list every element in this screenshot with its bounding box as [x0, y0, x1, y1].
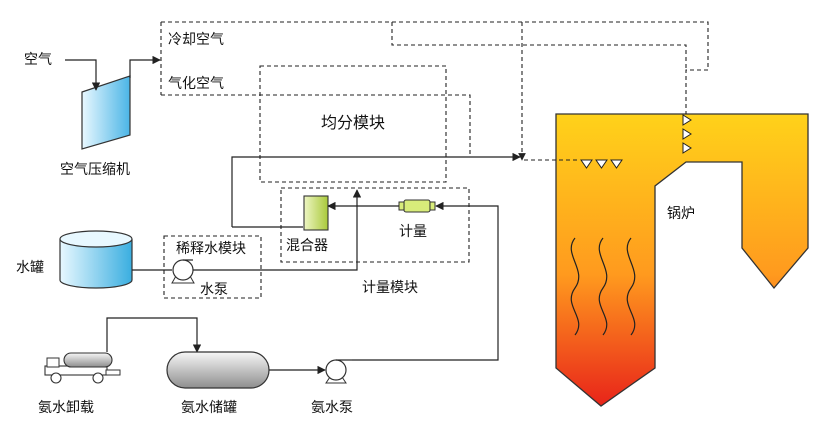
boiler-label: 锅炉	[667, 206, 695, 222]
compressor-outlet-line	[129, 55, 161, 78]
ammonia-unloading-label: 氨水卸载	[38, 400, 94, 416]
flame-wave-2	[598, 237, 608, 336]
air-compressor: 空气 空气压缩机	[24, 52, 131, 178]
compressor-icon	[81, 75, 131, 150]
water-tank-label: 水罐	[16, 260, 44, 276]
meter-icon	[403, 199, 431, 213]
meter-flange-left	[398, 201, 405, 211]
air-label: 空气	[24, 52, 52, 68]
truck-to-storage-line	[106, 317, 202, 353]
cooling-air-label: 冷却空气	[168, 32, 224, 48]
air-inlet-line	[65, 59, 101, 91]
water-tank-top	[59, 230, 133, 248]
dilution-module-box	[163, 235, 262, 299]
ammonia-pump-label: 氨水泵	[311, 400, 353, 416]
air-compressor-label: 空气压缩机	[60, 162, 130, 178]
nozzle-row-horizontal	[580, 159, 623, 169]
nozzle-row-vertical	[682, 114, 692, 154]
flame-wave-3	[626, 237, 636, 336]
flame-wave-1	[570, 237, 580, 336]
mixer-icon	[303, 195, 329, 231]
metering-module-box	[280, 187, 470, 263]
boiler-body	[555, 113, 809, 407]
pump-to-meter-line	[352, 201, 499, 361]
cooling-air-line	[161, 21, 709, 114]
ammonia-storage-label: 氨水储罐	[181, 400, 237, 416]
pump-to-mixer-line	[193, 189, 362, 271]
water-pump-icon	[171, 259, 195, 284]
meter-label: 计量	[399, 224, 427, 240]
water-tank	[59, 230, 133, 289]
meter-flange-right	[429, 201, 436, 211]
ammonia-pump-icon	[325, 359, 352, 384]
mixer-label: 混合器	[286, 238, 328, 254]
water-tank-body	[59, 239, 133, 289]
cooling-air-return	[391, 22, 687, 70]
distribution-module-label: 均分模块	[321, 113, 385, 132]
boiler: 锅炉	[555, 113, 809, 407]
dilution-module-label: 稀释水模块	[176, 241, 246, 257]
metering-module-label: 计量模块	[362, 280, 418, 296]
water-pump-label: 水泵	[200, 282, 228, 298]
mix-to-distribution-line	[231, 156, 470, 227]
ammonia-storage-tank	[166, 351, 270, 389]
distribution-module-box	[259, 65, 447, 183]
ammonia-unloading-truck	[44, 352, 121, 384]
vaporized-air-label: 气化空气	[168, 76, 224, 92]
vaporized-air-line	[161, 94, 471, 157]
